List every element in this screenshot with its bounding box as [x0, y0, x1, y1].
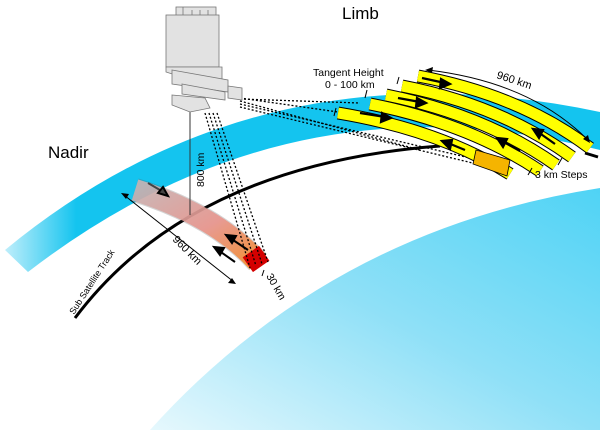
satellite-icon [165, 6, 243, 113]
step-markers [333, 76, 563, 176]
arrowhead [228, 278, 236, 284]
limb-swath-label: 960 km [495, 69, 533, 92]
nadir-footprint [242, 245, 270, 273]
nadir-swath-fill [131, 179, 267, 270]
sub-satellite-track [73, 144, 441, 319]
nadir-width-dimension [261, 269, 265, 277]
track-label: Sub Satellite Track [67, 247, 117, 316]
altitude-label: 800 km [195, 152, 207, 187]
nadir-swath-label: 960 km [170, 234, 204, 268]
nadir-view-lines [204, 112, 269, 269]
sub-satellite-track-end [584, 151, 599, 159]
limb-footprint [472, 149, 511, 177]
limb-scan-strips [336, 69, 594, 180]
tangent-height-range: 0 - 100 km [325, 79, 375, 91]
limb-strip [368, 97, 544, 177]
limb-strip [400, 79, 576, 163]
nadir-scan-arrows [147, 182, 249, 263]
nadir-title: Nadir [48, 143, 89, 162]
limb-steps-label: 3 km Steps [535, 169, 588, 181]
nadir-width-label: 30 km [263, 272, 288, 303]
limb-scan-arrows [359, 76, 556, 152]
limb-view-lines [239, 97, 511, 173]
earth-surface [150, 188, 600, 430]
nadir-swath-dimension [123, 194, 235, 283]
arrowhead [425, 67, 433, 73]
tangent-height-label: Tangent Height [313, 67, 384, 79]
arrowhead [583, 135, 590, 143]
limb-title: Limb [342, 4, 379, 23]
limb-swath-dimension [427, 69, 589, 141]
arrowhead [121, 193, 129, 199]
